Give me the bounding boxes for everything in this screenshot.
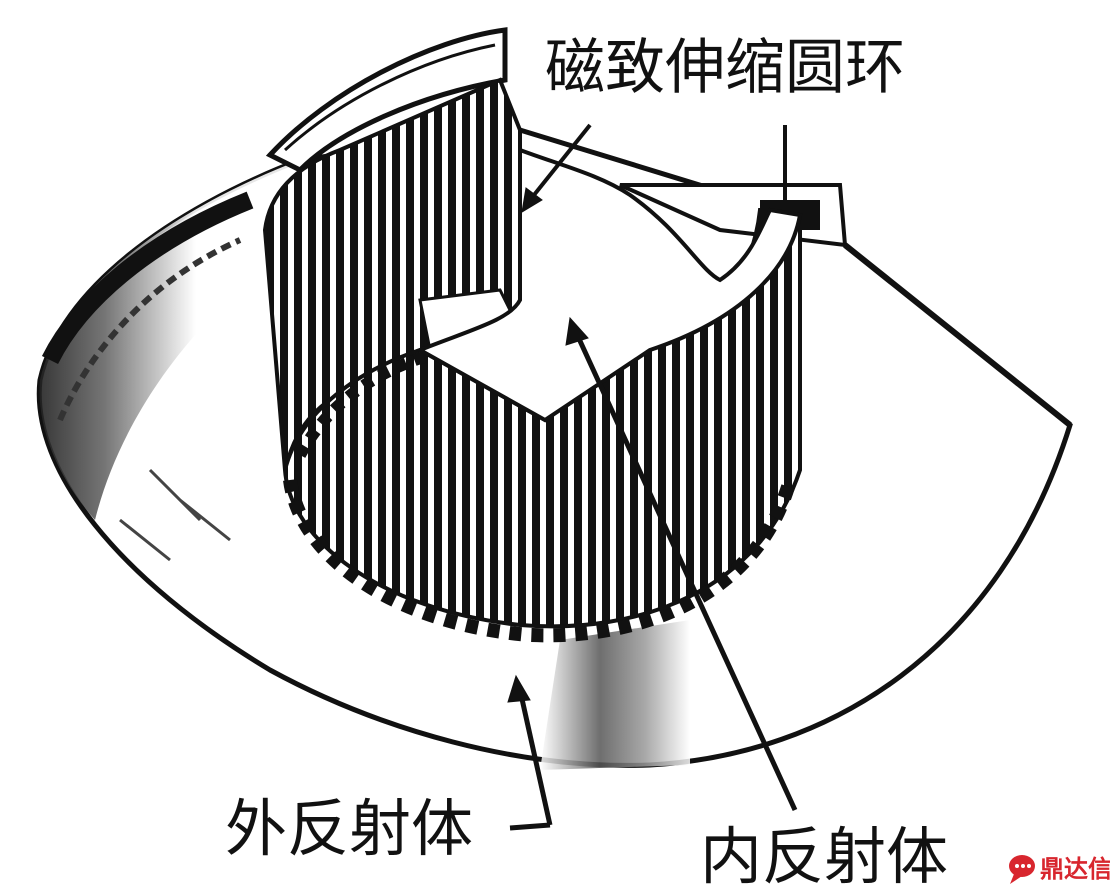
outer-leader-hook [509,822,551,831]
inner-reflector [415,147,803,423]
speech-bubble-logo-icon [1009,855,1035,884]
outer-reflector-label: 外反射体 [225,792,473,865]
inner-arrowhead [565,316,589,346]
watermark-text: 鼎达信 [1040,855,1110,883]
watermark: 鼎达信 [1009,855,1110,884]
ring-leader-line [528,123,592,202]
ring-label: 磁致伸缩圆环 [545,33,905,103]
outer-arrowhead [507,674,531,703]
inner-leader-line [572,328,798,812]
inner-reflector-label: 内反射体 [700,820,948,889]
ring-arrowhead [521,187,543,213]
leader-lines [507,123,798,831]
outer-leader-line [517,689,553,826]
